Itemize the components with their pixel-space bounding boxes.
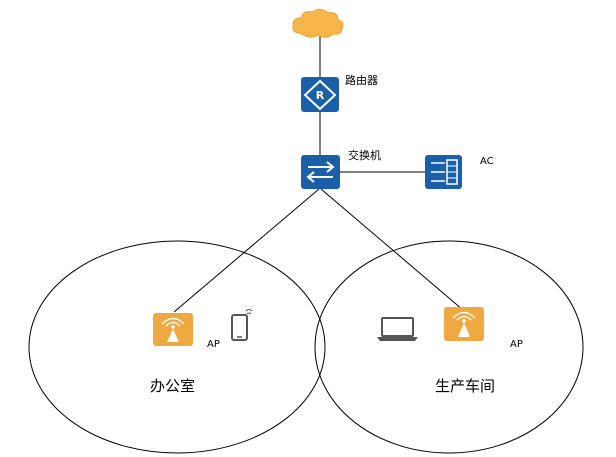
smartphone-icon <box>231 309 253 341</box>
office-area-label: 办公室 <box>150 377 196 395</box>
link-switch-ap-workshop <box>320 188 464 311</box>
ac-label: AC <box>480 156 494 167</box>
office-area-ellipse <box>28 240 326 454</box>
workshop-area-ellipse <box>314 240 584 454</box>
link-switch-ap-office <box>173 188 320 313</box>
cloud-icon <box>292 8 344 38</box>
router-label: 路由器 <box>345 74 378 87</box>
wireless-ap-icon-office[interactable] <box>153 313 193 346</box>
workshop-area-label: 生产车间 <box>435 377 496 395</box>
wireless-ap-icon-workshop[interactable] <box>444 307 484 341</box>
router-icon[interactable]: R <box>301 77 339 112</box>
switch-icon[interactable] <box>301 155 340 189</box>
switch-label: 交换机 <box>348 149 381 162</box>
ap-workshop-label: AP <box>510 339 523 350</box>
access-controller-icon[interactable] <box>425 155 462 189</box>
svg-text:R: R <box>316 89 325 102</box>
laptop-icon <box>377 317 418 341</box>
ap-office-label: AP <box>207 339 220 350</box>
